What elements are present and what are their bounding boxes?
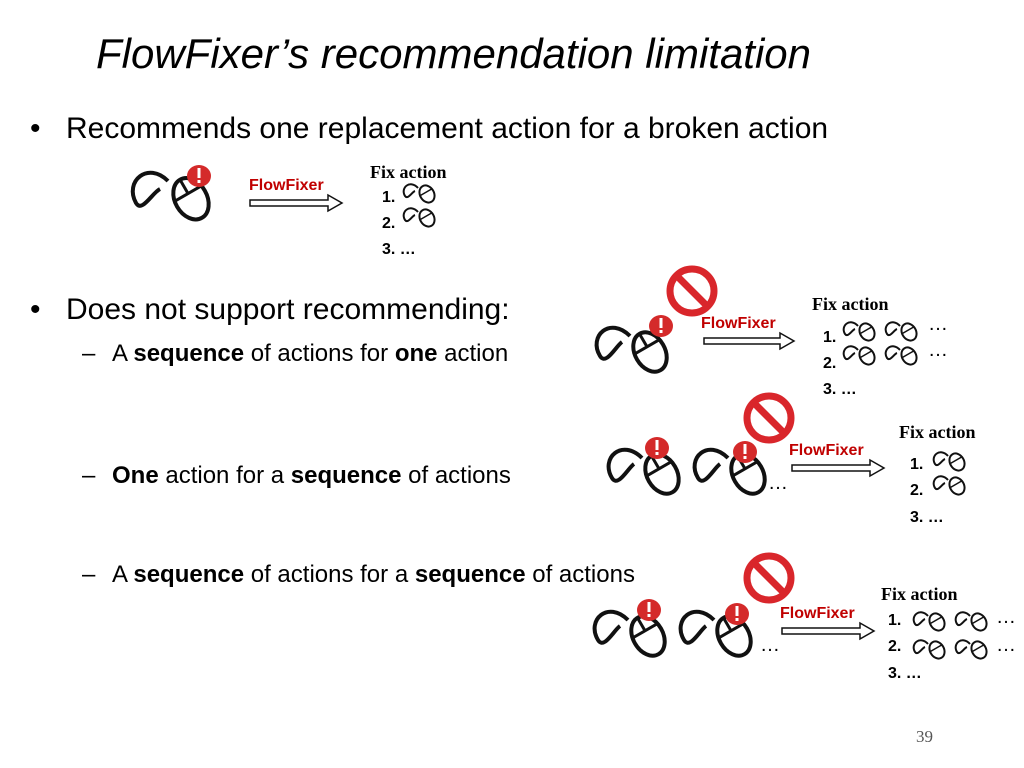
no-sign-icon [743,392,795,444]
sub-bullet-marker: – [82,340,96,367]
ellipsis: … [928,313,948,335]
bullet-text-1: Recommends one replacement action for a … [66,112,829,145]
no-sign-icon [666,265,718,317]
arrow-icon [703,331,796,351]
list-number: 3. … [910,509,944,526]
flowfixer-label: FlowFixer [701,315,776,332]
list-number: 2. [823,355,837,372]
mouse-icon [678,609,753,658]
list-number: 1. [823,329,837,346]
error-badge-icon [645,437,669,459]
mouse-icon [842,345,876,366]
error-badge-icon [649,315,673,337]
list-number: 2. [910,482,924,499]
arrow-icon [249,193,344,213]
list-number: 1. [888,612,902,629]
mouse-icon [402,207,436,228]
error-badge-icon [733,441,757,463]
mouse-icon [594,325,669,374]
ellipsis: … [768,472,788,494]
flowfixer-label: FlowFixer [249,177,324,194]
fix-action-heading: Fix action [899,422,976,442]
sub-item-1: A sequence of actions for one action [112,340,509,367]
mouse-icon [842,321,876,342]
arrow-icon [781,621,876,641]
bullet-text-2: Does not support recommending: [66,293,510,326]
mouse-icon [130,170,211,222]
mouse-icon [954,639,988,660]
arrow-icon [791,458,886,478]
mouse-icon [884,321,918,342]
sub-bullet-marker: – [82,462,96,489]
flowfixer-label: FlowFixer [780,605,855,622]
sub-item-3: A sequence of actions for a sequence of … [112,561,635,588]
list-number: 2. [888,638,902,655]
mouse-icon [932,475,966,496]
mouse-icon [954,611,988,632]
slide-title: FlowFixer’s recommendation limitation [96,30,812,77]
list-number: 3. … [823,381,857,398]
list-number: 1. [910,456,924,473]
page-number: 39 [916,727,933,746]
mouse-icon [884,345,918,366]
mouse-icon [592,609,667,658]
fix-action-heading: Fix action [881,584,958,604]
sub-item-2: One action for a sequence of actions [112,462,511,489]
error-badge-icon [725,603,749,625]
list-number: 3. … [888,665,922,682]
bullet-marker: • [30,112,41,145]
mouse-icon [932,451,966,472]
mouse-icon [606,447,681,496]
no-sign-icon [743,552,795,604]
mouse-icon [402,183,436,204]
flowfixer-label: FlowFixer [789,442,864,459]
list-number: 3. … [382,241,416,258]
list-number: 1. [382,189,396,206]
list-number: 2. [382,215,396,232]
mouse-icon [912,611,946,632]
sub-bullet-marker: – [82,561,96,588]
ellipsis: … [996,606,1016,628]
fix-action-heading: Fix action [812,294,889,314]
error-badge-icon [187,165,211,187]
bullet-marker: • [30,293,41,326]
ellipsis: … [760,634,780,656]
mouse-icon [912,639,946,660]
ellipsis: … [928,339,948,361]
error-badge-icon [637,599,661,621]
ellipsis: … [996,634,1016,656]
fix-action-heading: Fix action [370,162,447,182]
